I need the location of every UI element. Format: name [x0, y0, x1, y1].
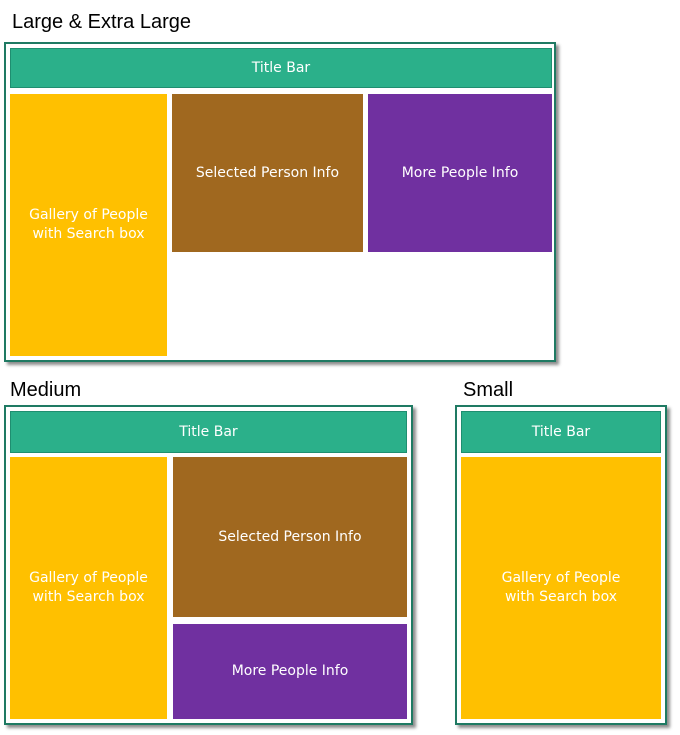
selected-person-label: Selected Person Info	[218, 528, 362, 545]
gallery-label: Gallery of People with Search box	[29, 207, 148, 242]
heading-large: Large & Extra Large	[12, 11, 191, 33]
layout-frame-medium: Title Bar Gallery of People with Search …	[4, 405, 413, 725]
selected-person-panel: Selected Person Info	[172, 94, 363, 252]
more-people-panel: More People Info	[368, 94, 552, 252]
more-people-panel: More People Info	[173, 624, 407, 719]
gallery-panel: Gallery of People with Search box	[10, 94, 167, 356]
selected-person-label: Selected Person Info	[195, 164, 340, 181]
title-bar-panel: Title Bar	[461, 411, 661, 453]
layout-frame-small: Title Bar Gallery of People with Search …	[455, 405, 667, 725]
gallery-panel: Gallery of People with Search box	[10, 457, 167, 719]
selected-person-panel: Selected Person Info	[173, 457, 407, 617]
more-people-label: More People Info	[231, 663, 349, 679]
title-bar-label: Title Bar	[531, 423, 591, 440]
gallery-label: Gallery of People with Search box	[501, 570, 621, 605]
heading-medium: Medium	[10, 379, 82, 401]
heading-small: Small	[463, 379, 514, 401]
title-bar-label: Title Bar	[179, 423, 238, 440]
gallery-label: Gallery of People with Search box	[29, 570, 148, 605]
layout-frame-large: Title Bar Gallery of People with Search …	[4, 42, 556, 362]
gallery-panel: Gallery of People with Search box	[461, 457, 661, 719]
more-people-label: More People Info	[401, 164, 519, 181]
title-bar-label: Title Bar	[251, 59, 311, 76]
title-bar-panel: Title Bar	[10, 411, 407, 453]
title-bar-panel: Title Bar	[10, 48, 552, 88]
